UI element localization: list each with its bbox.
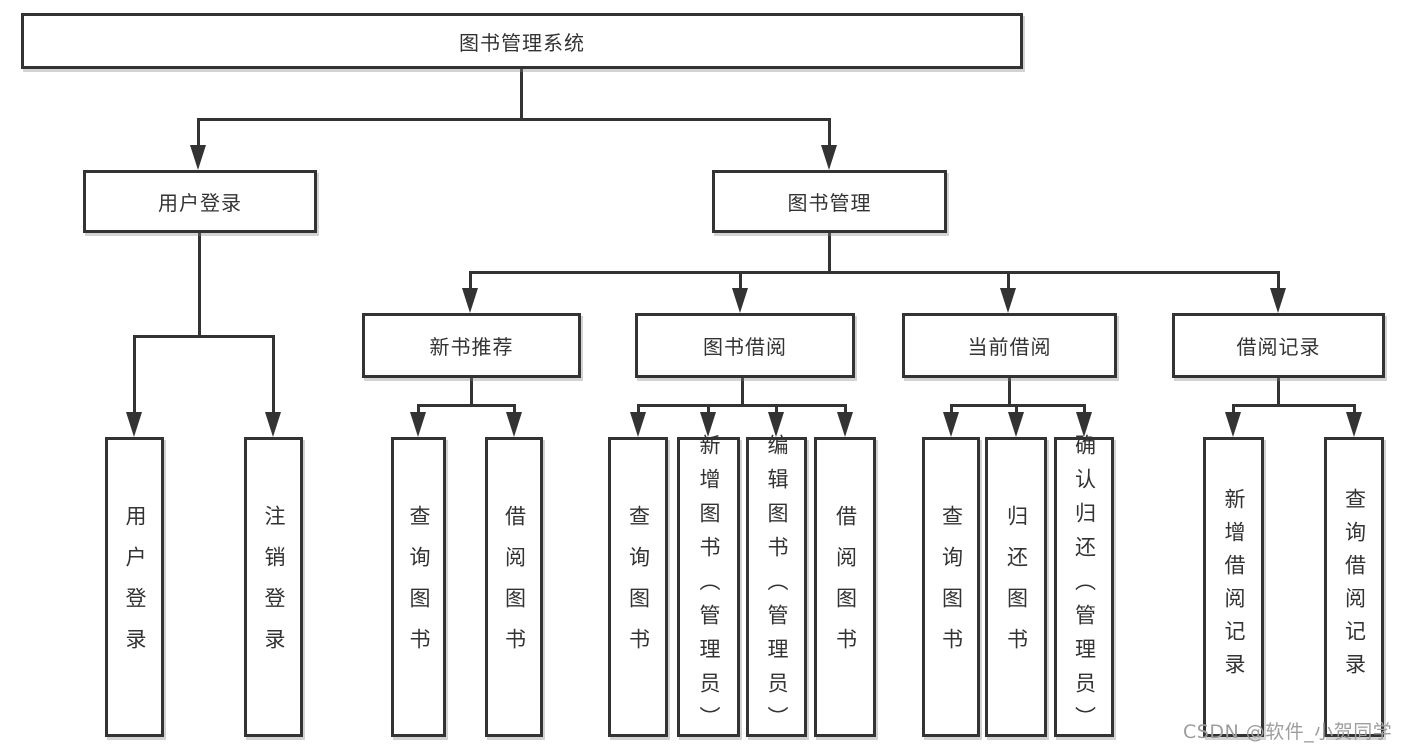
connector-vline [470,378,473,407]
arrow-down-icon [821,145,837,170]
arrow-down-icon [190,145,206,170]
node-root: 图书管理系统 [21,13,1023,69]
node-borrowing-records-label: 借阅记录 [1236,335,1321,359]
arrow-down-icon [1000,288,1016,313]
connector-hline [133,335,275,338]
connector-vline [1015,404,1018,413]
leaf-confirm-return-admin-label: 确认归还（管理员） [1072,434,1097,740]
connector-vline [513,404,516,413]
leaf-borrow-books-label: 借阅图书 [833,505,858,669]
connector-vline [741,378,744,407]
node-book-management: 图书管理 [712,170,947,233]
leaf-query-books-recommend-label: 查询图书 [407,505,431,669]
connector-vline [197,118,200,146]
leaf-edit-book-admin-label: 编辑图书（管理员） [765,434,789,740]
node-book-borrowing-label: 图书借阅 [703,335,787,359]
arrow-down-icon [1346,412,1362,437]
csdn-watermark: CSDN @软件_小贺同学 [1183,721,1393,743]
arrow-down-icon [1225,412,1241,437]
leaf-add-borrow-record: 新增借阅记录 [1203,437,1264,737]
leaf-query-borrow-record-label: 查询借阅记录 [1342,488,1367,686]
leaf-query-books-current: 查询图书 [922,437,980,737]
connector-vline [637,404,640,413]
arrow-down-icon [462,288,478,313]
connector-hline [637,404,847,407]
connector-vline [707,404,710,413]
arrow-down-icon [506,412,522,437]
connector-hline [1232,404,1356,407]
arrow-down-icon [630,412,646,437]
connector-vline [828,118,831,146]
arrow-down-icon [265,412,281,437]
node-book-management-label: 图书管理 [787,191,872,215]
node-borrowing-records: 借阅记录 [1172,313,1385,378]
arrow-down-icon [732,288,748,313]
leaf-user-login-label: 用户登录 [123,505,147,669]
connector-vline [1353,404,1356,413]
connector-vline [1277,271,1280,289]
connector-vline [1083,404,1086,413]
leaf-return-book-label: 归还图书 [1004,505,1029,669]
connector-vline [417,404,420,413]
leaf-query-books-recommend: 查询图书 [391,437,446,737]
arrow-down-icon [1076,412,1092,437]
leaf-logout-label: 注销登录 [262,505,286,669]
leaf-borrow-books-recommend-label: 借阅图书 [502,505,527,669]
node-current-borrowing: 当前借阅 [902,313,1117,378]
leaf-query-books-borrowing: 查询图书 [608,437,668,737]
leaf-user-login: 用户登录 [105,437,164,737]
leaf-query-borrow-record: 查询借阅记录 [1324,437,1384,737]
connector-vline [1008,378,1011,407]
arrow-down-icon [943,412,959,437]
arrow-down-icon [837,412,853,437]
leaf-edit-book-admin: 编辑图书（管理员） [746,434,807,740]
connector-vline [520,69,523,118]
connector-vline [1277,378,1280,407]
leaf-add-book-admin: 新增图书（管理员） [677,434,740,740]
leaf-logout: 注销登录 [244,437,303,737]
node-user-login: 用户登录 [83,170,317,233]
node-book-borrowing: 图书借阅 [635,313,855,378]
leaf-borrow-books: 借阅图书 [814,437,876,737]
connector-hline [950,404,1086,407]
node-user-login-label: 用户登录 [158,191,242,215]
connector-vline [469,271,472,289]
node-root-label: 图书管理系统 [459,30,585,55]
arrow-down-icon [1008,412,1024,437]
connector-hline [417,404,516,407]
arrow-down-icon [1270,288,1286,313]
connector-vline [844,404,847,413]
node-new-book-recommend-label: 新书推荐 [429,335,514,359]
connector-vline [950,404,953,413]
arrow-down-icon [126,412,142,437]
connector-vline [775,404,778,413]
connector-vline [198,233,201,337]
connector-vline [739,271,742,289]
arrow-down-icon [410,412,426,437]
leaf-confirm-return-admin: 确认归还（管理员） [1054,434,1114,740]
leaf-query-books-borrowing-label: 查询图书 [626,505,651,669]
connector-hline [469,271,1280,274]
leaf-add-borrow-record-label: 新增借阅记录 [1222,488,1246,686]
connector-vline [1007,271,1010,289]
leaf-return-book: 归还图书 [985,437,1047,737]
connector-hline [197,118,831,121]
node-new-book-recommend: 新书推荐 [362,313,581,378]
connector-vline [828,233,831,274]
arrow-down-icon [768,412,784,437]
leaf-query-books-current-label: 查询图书 [939,505,964,669]
connector-vline [133,335,136,412]
node-current-borrowing-label: 当前借阅 [967,335,1052,359]
connector-vline [272,335,275,412]
leaf-borrow-books-recommend: 借阅图书 [485,437,543,737]
leaf-add-book-admin-label: 新增图书（管理员） [697,434,721,740]
arrow-down-icon [700,412,716,437]
connector-vline [1232,404,1235,413]
